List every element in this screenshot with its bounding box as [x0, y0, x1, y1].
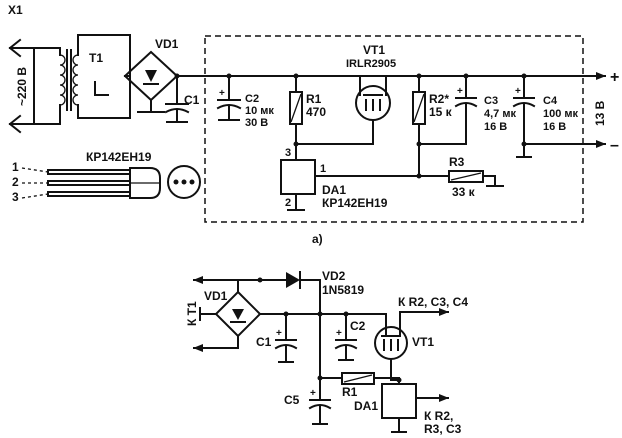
vt1-label: VT1 [363, 43, 385, 57]
c3-voltage: 16 В [484, 121, 507, 133]
package-part-label: КР142ЕН19 [86, 150, 152, 164]
mosfet-vt1 [293, 75, 391, 147]
capacitor-c1 [164, 73, 190, 123]
c1-b-label: C1 [256, 335, 272, 349]
da1-part: КР142ЕН19 [322, 196, 388, 210]
c4-capacitance: 100 мк [543, 108, 579, 120]
da1-pin1: 1 [320, 163, 326, 175]
r2-label: R2* [429, 92, 449, 106]
capacitor-c1-b: + [274, 311, 298, 363]
regulator-da1-b [381, 377, 449, 433]
r3-value: 33 к [452, 185, 476, 199]
vd1-b-label: VD1 [204, 289, 228, 303]
r1-b-label: R1 [342, 385, 358, 399]
svg-text:+: + [310, 388, 316, 399]
resistor-r2 [412, 73, 426, 179]
module-outline [204, 35, 584, 223]
da1-pin3: 3 [285, 147, 291, 159]
x1-label: X1 [8, 3, 23, 17]
c2-label: C2 [245, 93, 259, 105]
svg-text:+: + [219, 88, 225, 99]
package-drawing: КР142ЕН19 1 2 3 [12, 150, 201, 204]
capacitor-c5: + [308, 377, 332, 425]
capacitor-c4: + [512, 73, 536, 158]
mosfet-vt1-b [374, 308, 449, 383]
package-pin2: 2 [12, 175, 19, 189]
t1-label: T1 [89, 51, 103, 65]
transformer-t1 [33, 34, 131, 125]
c3-label: C3 [484, 95, 498, 107]
r3-label: R3 [449, 155, 465, 169]
figure-caption-a: а) [312, 232, 323, 246]
c5-label: C5 [284, 393, 300, 407]
r1-label: R1 [306, 92, 322, 106]
circuit-b: VD1 К Т1 VD2 1N5819 + C1 [185, 269, 468, 436]
vd2-label: VD2 [322, 269, 346, 283]
circuit-a: X1 ~220 В T1 [8, 3, 619, 246]
c4-voltage: 16 В [543, 121, 566, 133]
package-pin3: 3 [12, 190, 19, 204]
plus-terminal: + [610, 69, 619, 86]
vt1-b-label: VT1 [412, 335, 434, 349]
da1-b-label: DA1 [354, 399, 378, 413]
resistor-r1-b [317, 372, 400, 385]
minus-terminal: – [610, 137, 619, 154]
to-output-label: К R2, C3, C4 [398, 295, 468, 309]
svg-text:+: + [457, 86, 463, 97]
r1-value: 470 [306, 105, 326, 119]
svg-text:+: + [515, 86, 521, 97]
to-t1-label: К Т1 [185, 301, 199, 326]
svg-text:+: + [336, 328, 342, 339]
resistor-r3 [448, 170, 504, 187]
c2-b-label: C2 [350, 319, 366, 333]
vd2-part: 1N5819 [322, 283, 364, 297]
vt1-part: IRLR2905 [346, 58, 396, 70]
c1-label: C1 [184, 93, 200, 107]
capacitor-c3: + [416, 73, 478, 147]
resistor-r1 [289, 73, 303, 161]
regulator-da1 [280, 159, 450, 211]
c2-capacitance: 10 мк [245, 105, 274, 117]
da1-pin2: 2 [285, 197, 291, 209]
c4-label: C4 [543, 95, 558, 107]
vd1-label: VD1 [155, 37, 179, 51]
to-r3-label: R3, C3 [424, 422, 462, 436]
bridge-rectifier-vd1 [123, 50, 179, 113]
mains-connector-x1 [8, 38, 35, 134]
c3-capacitance: 4,7 мк [484, 108, 516, 120]
capacitor-c2: + [216, 73, 242, 121]
to-r2-label: К R2, [424, 409, 453, 423]
capacitor-c2-b: + [317, 311, 387, 361]
svg-text:+: + [276, 328, 282, 339]
package-pin1: 1 [12, 160, 19, 174]
mains-voltage-label: ~220 В [15, 67, 29, 106]
output-voltage-label: 13 В [593, 100, 607, 126]
da1-label: DA1 [322, 183, 346, 197]
bridge-rectifier-vd1-b [199, 279, 321, 349]
r2-value: 15 к [429, 105, 453, 119]
c2-voltage: 30 В [245, 117, 268, 129]
